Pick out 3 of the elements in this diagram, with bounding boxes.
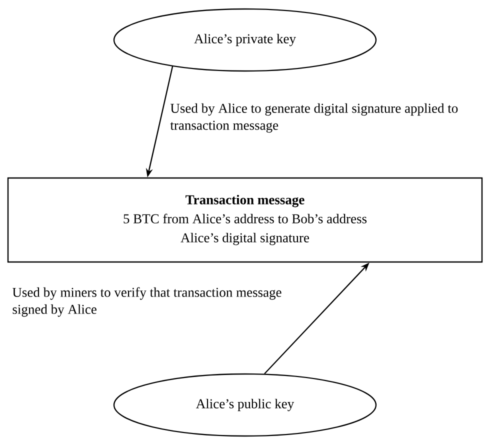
message-box: Transaction message 5 BTC from Alice’s address to Bob’s address Alice’s digital signature: [7, 177, 483, 263]
edge-label: Used by miners to verify that transaction message signed by Alice: [12, 287, 282, 317]
edge-label: Used by Alice to generate digital signature applied to transaction message: [170, 103, 458, 133]
